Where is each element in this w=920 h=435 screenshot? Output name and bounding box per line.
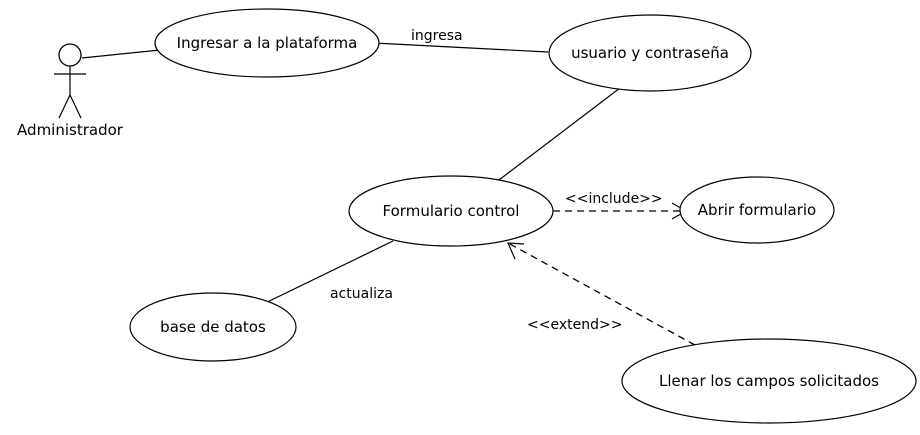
use-case-base-label: base de datos (160, 318, 266, 336)
use-case-formulario[interactable]: Formulario control (348, 175, 554, 247)
use-case-ingresar[interactable]: Ingresar a la plataforma (154, 8, 380, 78)
use-case-ingresar-label: Ingresar a la plataforma (177, 34, 358, 52)
actor-stick-figure-icon[interactable] (54, 43, 86, 119)
actor-name: Administrador (17, 121, 124, 139)
use-case-usuario-label: usuario y contraseña (571, 44, 729, 62)
use-case-formulario-label: Formulario control (383, 202, 520, 220)
association-actor-ingresar (81, 49, 161, 59)
use-case-llenar-label: Llenar los campos solicitados (659, 372, 879, 390)
relation-include-label: <<include>> (565, 191, 663, 207)
relation-actualiza-label: actualiza (330, 286, 393, 302)
association-formulario-base (254, 240, 394, 309)
use-case-usuario[interactable]: usuario y contraseña (548, 14, 752, 92)
use-case-abrir-label: Abrir formulario (698, 201, 816, 219)
use-case-llenar[interactable]: Llenar los campos solicitados (621, 338, 917, 424)
use-case-abrir[interactable]: Abrir formulario (679, 176, 835, 244)
association-ingresar-usuario (373, 42, 549, 53)
use-case-base[interactable]: base de datos (129, 292, 297, 362)
relation-ingresa-label: ingresa (411, 28, 463, 44)
association-formulario-usuario (494, 87, 621, 184)
extend-arrowhead (507, 242, 525, 260)
relation-extend-label: <<extend>> (527, 317, 622, 333)
